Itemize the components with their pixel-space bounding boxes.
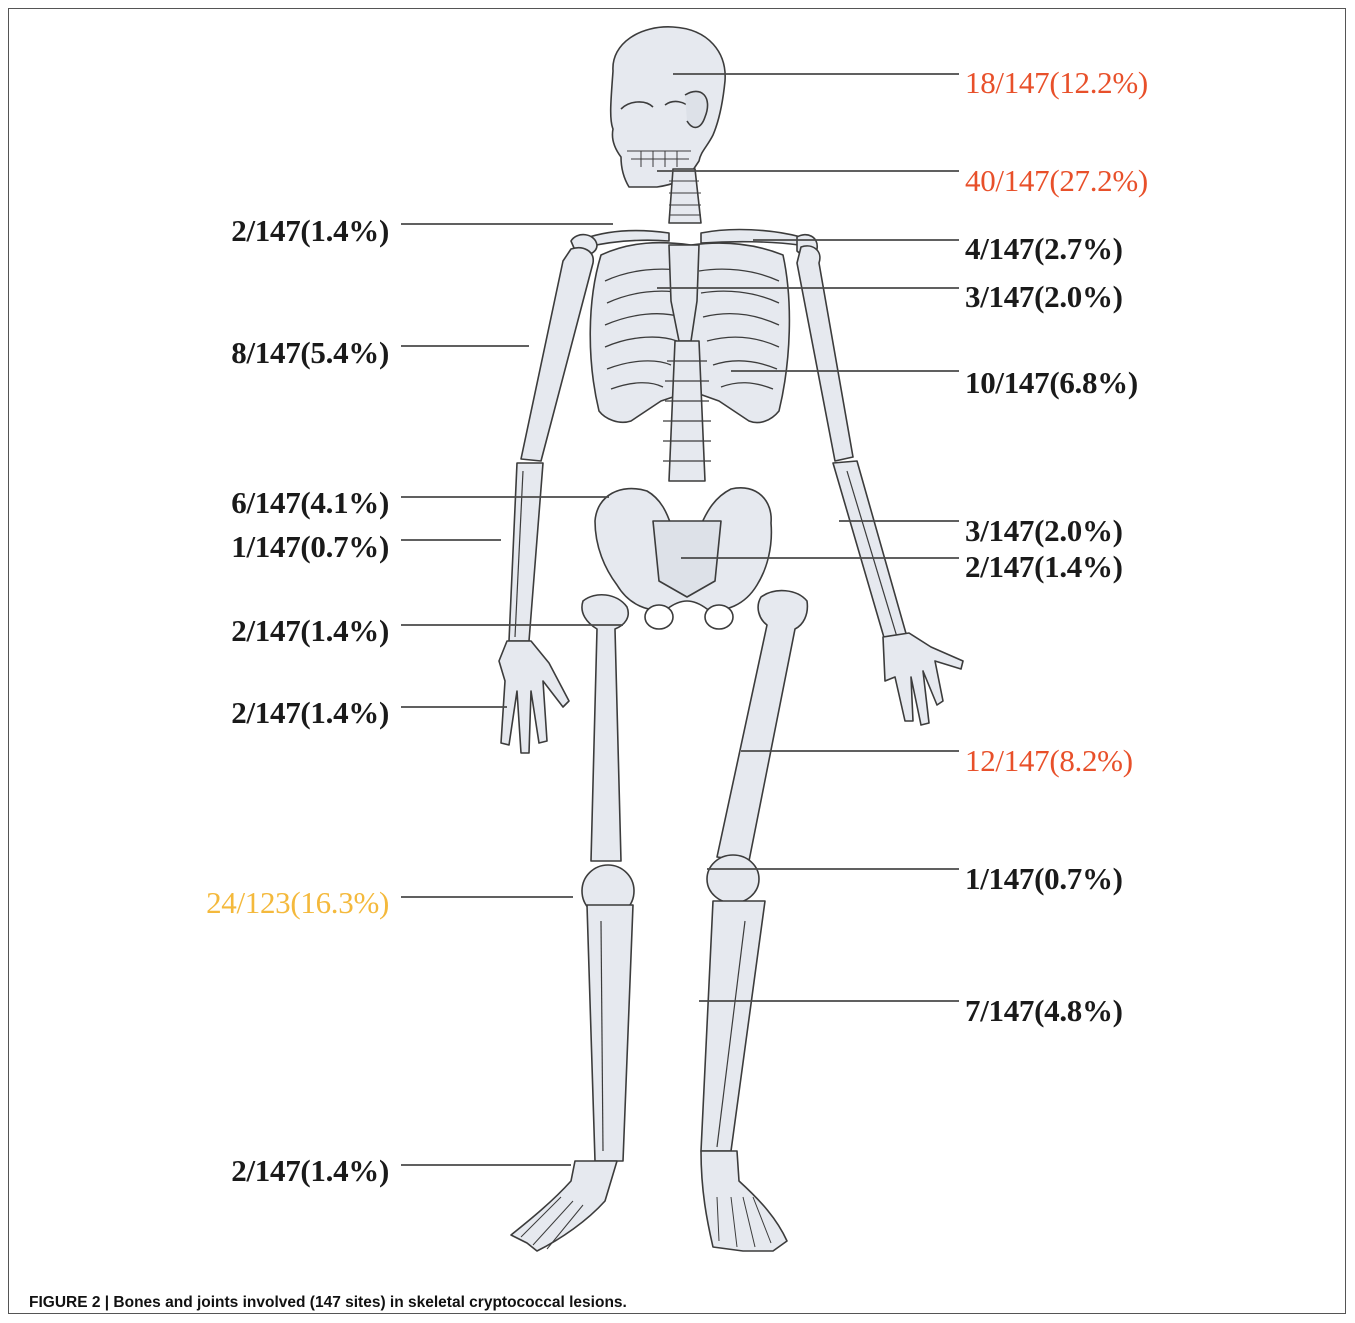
- label-knee: 24/123(16.3%): [206, 887, 389, 918]
- hand-left: [499, 641, 569, 753]
- label-mandible: 40/147(27.2%): [965, 165, 1148, 196]
- forearm-left: [509, 463, 543, 641]
- humerus-left: [521, 248, 593, 461]
- label-skull: 18/147(12.2%): [965, 67, 1148, 98]
- label-ankle: 2/147(1.4%): [231, 1155, 389, 1186]
- label-patella: 1/147(0.7%): [965, 863, 1123, 894]
- tibia-left: [587, 905, 633, 1161]
- label-ribs: 10/147(6.8%): [965, 367, 1138, 398]
- label-hand: 2/147(1.4%): [231, 697, 389, 728]
- label-ulna: 3/147(2.0%): [965, 515, 1123, 546]
- label-tibia: 7/147(4.8%): [965, 995, 1123, 1026]
- femur-left: [582, 595, 628, 861]
- patella-right: [707, 855, 759, 903]
- forearm-right: [833, 461, 907, 641]
- label-clavicle: 2/147(1.4%): [231, 215, 389, 246]
- label-hip: 2/147(1.4%): [231, 615, 389, 646]
- femur-right: [717, 591, 807, 861]
- figure-caption: FIGURE 2 | Bones and joints involved (14…: [29, 1294, 627, 1312]
- label-scapula: 4/147(2.7%): [965, 233, 1123, 264]
- label-sternum: 3/147(2.0%): [965, 281, 1123, 312]
- tibia-right: [701, 901, 765, 1151]
- label-pelvis: 6/147(4.1%): [231, 487, 389, 518]
- label-radius: 1/147(0.7%): [231, 531, 389, 562]
- label-femur: 12/147(8.2%): [965, 745, 1133, 776]
- skeleton-illustration: [9, 9, 1347, 1315]
- foot-left: [511, 1161, 617, 1251]
- label-sacrum: 2/147(1.4%): [965, 551, 1123, 582]
- hand-right: [883, 633, 963, 725]
- label-humerus: 8/147(5.4%): [231, 337, 389, 368]
- humerus-right: [797, 246, 853, 461]
- figure-panel: 18/147(12.2%) 40/147(27.2%) 2/147(1.4%) …: [8, 8, 1346, 1314]
- lumbar-spine: [669, 341, 705, 481]
